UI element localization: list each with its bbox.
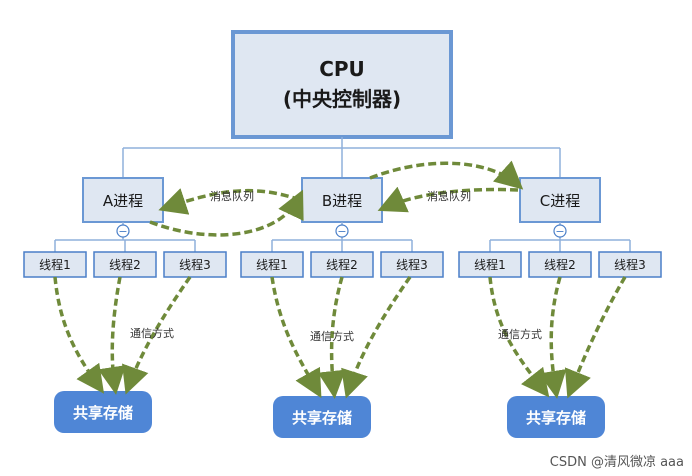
arrow-a2 <box>98 276 126 395</box>
comm-label-a: 通信方式 <box>130 326 174 340</box>
collapse-toggle-b[interactable]: − <box>335 224 349 238</box>
shared-storage-label: 共享存储 <box>526 409 586 427</box>
threads-a: 线程1 线程2 线程3 <box>23 251 227 278</box>
thread-label: 线程2 <box>326 257 358 272</box>
mq-b-to-c <box>369 160 524 190</box>
cpu-subtitle: (中央控制器) <box>283 87 401 111</box>
cpu-connector <box>122 137 561 178</box>
message-queue-arrows <box>149 160 524 237</box>
arrow-a1 <box>53 276 105 394</box>
arrow-c1 <box>488 276 550 398</box>
process-b: B进程 <box>301 177 383 223</box>
process-c: C进程 <box>519 177 601 223</box>
thread-box <box>380 251 444 278</box>
cpu-node: CPU (中央控制器) <box>231 30 453 139</box>
thread-label: 线程2 <box>544 257 576 272</box>
thread-box <box>93 251 157 278</box>
collapse-toggle-c-symbol: − <box>555 225 564 238</box>
shared-storage-b: 共享存储 <box>273 396 371 438</box>
message-queue-label-ab: 消息队列 <box>210 189 254 203</box>
cpu-title: CPU <box>319 57 365 81</box>
thread-label: 线程1 <box>39 257 71 272</box>
thread-box <box>310 251 374 278</box>
cpu-box <box>231 30 453 139</box>
thread-label: 线程3 <box>179 257 211 272</box>
arrow-b1 <box>270 276 322 399</box>
threads-b: 线程1 线程2 线程3 <box>240 251 444 278</box>
collapse-toggle-b-symbol: − <box>337 225 346 238</box>
collapse-toggle-a-symbol: − <box>118 225 127 238</box>
arrow-c2 <box>538 276 567 399</box>
thread-label: 线程2 <box>109 257 141 272</box>
thread-box <box>23 251 87 278</box>
comm-label-b: 通信方式 <box>310 329 354 343</box>
shared-storage-label: 共享存储 <box>292 409 352 427</box>
mq-a-to-b <box>149 189 304 237</box>
shared-storage-box <box>507 396 605 438</box>
process-a-label: A进程 <box>103 192 143 210</box>
message-queue-label-bc: 消息队列 <box>427 189 471 203</box>
shared-storage-box <box>273 396 371 438</box>
thread-label: 线程1 <box>474 257 506 272</box>
process-b-label: B进程 <box>322 192 362 210</box>
thread-box <box>598 251 662 278</box>
arrow-b3 <box>341 275 412 399</box>
thread-label: 线程3 <box>396 257 428 272</box>
collapse-toggle-a[interactable]: − <box>116 224 130 238</box>
arrow-c3 <box>564 276 627 399</box>
thread-connectors <box>54 222 631 252</box>
comm-label-c: 通信方式 <box>498 327 542 341</box>
arrow-a3 <box>122 275 192 395</box>
collapse-toggle-c[interactable]: − <box>553 224 567 238</box>
shared-storage-box <box>54 391 152 433</box>
shared-storage-c: 共享存储 <box>507 396 605 438</box>
arrow-b2 <box>317 276 346 399</box>
shared-storage-a: 共享存储 <box>54 391 152 433</box>
process-c-label: C进程 <box>540 192 580 210</box>
thread-box <box>163 251 227 278</box>
shared-storage-label: 共享存储 <box>73 404 133 422</box>
process-c-box <box>519 177 601 223</box>
process-a: A进程 <box>82 177 164 223</box>
mq-b-to-a <box>158 188 301 215</box>
threads-c: 线程1 线程2 线程3 <box>458 251 662 278</box>
mq-c-to-b <box>377 186 519 213</box>
thread-label: 线程3 <box>614 257 646 272</box>
thread-label: 线程1 <box>256 257 288 272</box>
thread-storage-arrows <box>53 275 627 399</box>
watermark: CSDN @清风微凉 aaa <box>550 455 684 470</box>
